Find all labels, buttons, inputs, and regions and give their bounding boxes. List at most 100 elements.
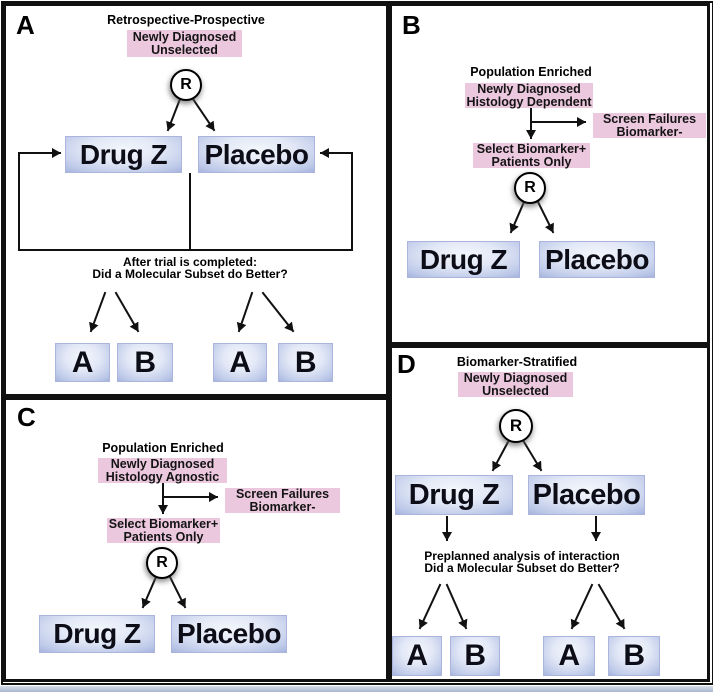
randomization-node: R <box>146 547 178 579</box>
arrow-r-to-arm1 <box>141 575 158 609</box>
arrow-subset-a2 <box>570 583 594 630</box>
panel-a-retrospective-prospective: A Retrospective-Prospective Newly Diagno… <box>3 3 389 397</box>
subset-label: B <box>294 345 317 379</box>
subset-box-b2: B <box>278 343 333 382</box>
arrow-r-to-arm2 <box>536 200 555 234</box>
select-line2: Patients Only <box>123 529 204 544</box>
entry-line2: Unselected <box>151 42 218 57</box>
panel-b-population-enriched-dependent: B Population Enriched Newly Diagnosed Hi… <box>389 3 710 345</box>
subset-label: B <box>623 639 645 672</box>
arrow-subset-b2 <box>597 583 626 630</box>
entry-population-box: Newly Diagnosed Unselected <box>458 372 573 397</box>
entry-line1: Newly Diagnosed <box>463 371 568 385</box>
panel-c-population-enriched-agnostic: C Population Enriched Newly Diagnosed Hi… <box>3 397 389 682</box>
randomization-node: R <box>514 172 546 204</box>
screen-failures-box: Screen Failures Biomarker- <box>225 488 340 513</box>
screen-failures-line2: Biomarker- <box>616 124 683 139</box>
arrow-r-to-arm2 <box>191 97 216 132</box>
panel-label: D <box>397 349 416 379</box>
panel-label: A <box>16 10 35 40</box>
randomization-letter: R <box>156 554 168 571</box>
screen-failures-line2: Biomarker- <box>249 499 316 514</box>
arrow-subset-a1 <box>89 291 107 333</box>
arrow-subset-b1 <box>114 291 140 333</box>
page-edge-strip <box>0 686 713 692</box>
arrow-r-to-arm1 <box>491 440 510 472</box>
entry-line1: Newly Diagnosed <box>110 457 215 471</box>
arrow-subset-a2 <box>236 291 254 333</box>
arm-placebo-box: Placebo <box>528 475 645 515</box>
select-line1: Select Biomarker+ <box>108 517 219 531</box>
arrow-r-to-arm1 <box>509 200 526 234</box>
arm-drug-z-box: Drug Z <box>407 241 520 278</box>
arm-label: Drug Z <box>419 243 508 275</box>
analysis-note: Preplanned analysis of interaction Did a… <box>392 550 652 574</box>
analysis-note-line1: After trial is completed: <box>122 255 258 269</box>
arm-label: Drug Z <box>79 138 168 170</box>
arrow-subset-b1 <box>445 583 468 630</box>
panel-label: B <box>402 10 421 40</box>
subset-box-b2: B <box>608 636 660 676</box>
subset-label: A <box>406 639 428 672</box>
arm-drug-z-box: Drug Z <box>395 475 513 515</box>
subset-box-b1: B <box>450 636 500 676</box>
subset-box-a1: A <box>392 636 442 676</box>
arm-label: Drug Z <box>408 478 500 511</box>
subset-box-a1: A <box>55 343 110 382</box>
panel-title: Biomarker-Stratified <box>456 355 578 369</box>
arm-label: Drug Z <box>53 618 141 649</box>
panel-label: C <box>17 402 36 432</box>
subset-box-a2: A <box>543 636 595 676</box>
subset-label: A <box>558 639 580 672</box>
panel-d-biomarker-stratified: D Biomarker-Stratified Newly Diagnosed U… <box>389 345 710 682</box>
arm-placebo-box: Placebo <box>539 241 655 278</box>
randomization-node: R <box>499 409 533 443</box>
screen-failures-line1: Screen Failures <box>235 487 330 501</box>
arm-drug-z-box: Drug Z <box>65 136 182 173</box>
analysis-note-line2: Did a Molecular Subset do Better? <box>92 267 288 281</box>
select-biomarker-box: Select Biomarker+ Patients Only <box>473 143 590 168</box>
panel-b-connectors <box>509 108 586 234</box>
subset-label: A <box>71 345 94 379</box>
arm-placebo-box: Placebo <box>198 136 315 173</box>
panel-title: Retrospective-Prospective <box>107 13 265 27</box>
analysis-note-line2: Did a Molecular Subset do Better? <box>424 561 620 575</box>
entry-line1: Newly Diagnosed <box>132 30 237 44</box>
entry-line2: Unselected <box>482 383 549 398</box>
entry-population-box: Newly Diagnosed Unselected <box>127 30 242 57</box>
subset-label: B <box>464 639 486 672</box>
randomization-letter: R <box>180 76 192 93</box>
screen-failures-box: Screen Failures Biomarker- <box>593 113 706 138</box>
arrow-subset-b2 <box>261 291 295 333</box>
select-line2: Patients Only <box>491 154 572 169</box>
select-line1: Select Biomarker+ <box>476 142 587 156</box>
arm-label: Placebo <box>204 138 309 170</box>
arm-drug-z-box: Drug Z <box>39 615 155 653</box>
panel-title: Population Enriched <box>102 441 224 455</box>
arm-placebo-box: Placebo <box>171 615 287 653</box>
randomization-letter: R <box>524 179 536 196</box>
select-biomarker-box: Select Biomarker+ Patients Only <box>107 518 220 543</box>
panel-title: Population Enriched <box>470 65 592 79</box>
screen-failures-line1: Screen Failures <box>602 112 697 126</box>
subset-label: A <box>229 345 251 379</box>
arrow-subset-a1 <box>418 583 442 630</box>
analysis-note-line1: Preplanned analysis of interaction <box>424 549 620 563</box>
arm-label: Placebo <box>177 618 281 649</box>
arrow-r-to-arm2 <box>522 440 543 472</box>
entry-population-box: Newly Diagnosed Histology Agnostic <box>98 458 227 483</box>
subset-box-a2: A <box>213 343 267 382</box>
entry-line2: Histology Dependent <box>466 94 592 109</box>
arm-label: Placebo <box>545 243 649 275</box>
analysis-note: After trial is completed: Did a Molecula… <box>40 256 340 280</box>
arrow-r-to-arm1 <box>166 97 182 132</box>
entry-line1: Newly Diagnosed <box>477 82 581 96</box>
arm-label: Placebo <box>532 478 641 511</box>
arrow-r-to-arm2 <box>168 575 187 609</box>
randomization-letter: R <box>509 416 523 435</box>
panel-a-connectors <box>18 97 353 333</box>
entry-population-box: Newly Diagnosed Histology Dependent <box>465 83 593 108</box>
subset-box-b1: B <box>117 343 173 382</box>
subset-label: B <box>134 345 156 379</box>
